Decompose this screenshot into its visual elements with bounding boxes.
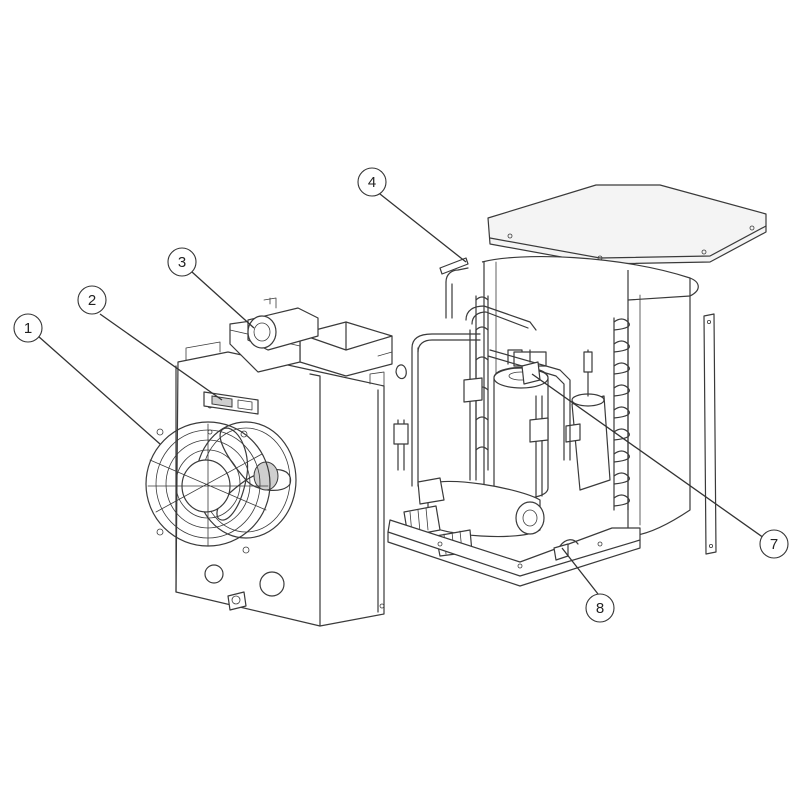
callout-8: 8: [585, 593, 615, 623]
callout-1: 1: [13, 313, 43, 343]
temperature-sensor: [439, 257, 469, 319]
callout-label: 2: [88, 292, 96, 309]
callout-7: 7: [759, 529, 789, 559]
fan-motor: [247, 297, 319, 351]
water-ports: [204, 564, 285, 611]
callout-label: 3: [178, 254, 186, 271]
callout-label: 8: [596, 600, 604, 617]
callout-label: 1: [24, 320, 32, 337]
callout-2: 2: [77, 285, 107, 315]
top-cover-panel: [487, 184, 767, 265]
base-tray: [387, 519, 641, 587]
refrigerant-piping: [393, 305, 571, 497]
leader-line-4: [379, 193, 467, 263]
callout-label: 4: [368, 174, 376, 191]
callout-label: 7: [770, 536, 778, 553]
accumulator: [565, 349, 611, 491]
side-rail-bracket: [703, 313, 717, 555]
leader-line-8: [561, 547, 599, 595]
leader-line-2: [99, 313, 223, 401]
fan-guard-grill: [145, 421, 271, 554]
callout-4: 4: [357, 167, 387, 197]
callout-3: 3: [167, 247, 197, 277]
leader-line-1: [37, 335, 161, 445]
leader-line-3: [191, 271, 255, 329]
leader-line-7: [531, 373, 765, 539]
